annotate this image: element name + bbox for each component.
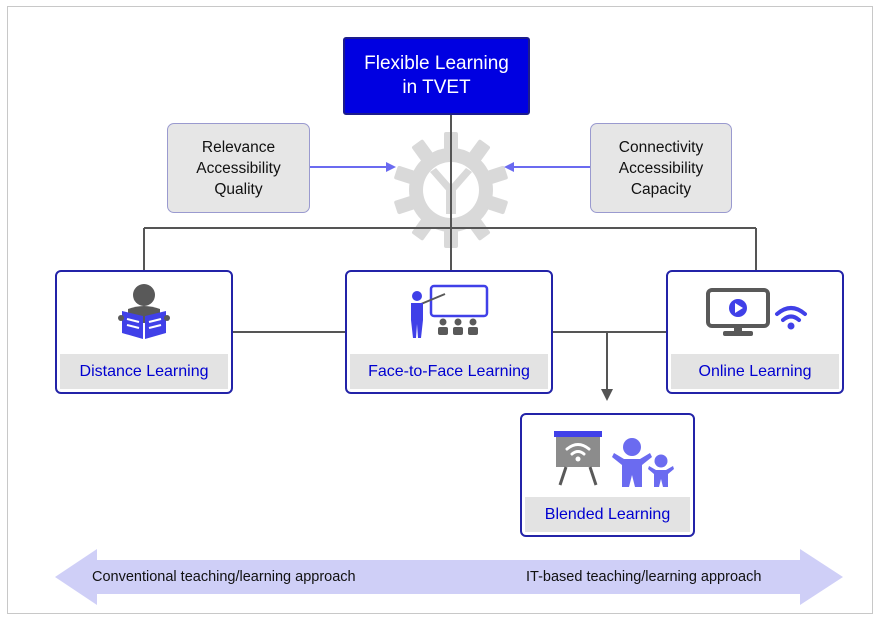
diagram-frame — [7, 6, 873, 614]
right-factor-capacity: Capacity — [630, 180, 692, 198]
reading-person-icon — [118, 284, 170, 339]
online-learning-box: Online Learning — [666, 270, 844, 394]
left-factor-quality: Quality — [214, 180, 263, 198]
left-factor-accessibility: Accessibility — [196, 159, 281, 177]
face-to-face-learning-box: Face-to-Face Learning — [345, 270, 553, 394]
face-to-face-learning-label: Face-to-Face Learning — [350, 354, 548, 389]
right-factor-accessibility: Accessibility — [618, 159, 704, 177]
distance-learning-label: Distance Learning — [60, 354, 228, 389]
online-learning-label: Online Learning — [671, 354, 839, 389]
left-factors-box: Relevance Accessibility Quality — [167, 123, 310, 213]
blended-learning-label: Blended Learning — [525, 497, 690, 532]
spectrum-left-label: Conventional teaching/learning approach — [92, 569, 356, 585]
wifi-icon — [775, 306, 807, 330]
spectrum-right-label: IT-based teaching/learning approach — [526, 569, 762, 585]
title-line-2: in TVET — [402, 77, 471, 98]
parent-child-icon — [612, 438, 674, 487]
monitor-play-icon — [706, 288, 770, 336]
distance-learning-box: Distance Learning — [55, 270, 233, 394]
spectrum-arrow — [55, 549, 843, 605]
left-factor-relevance: Relevance — [201, 138, 276, 156]
title-box: Flexible Learning in TVET — [343, 37, 530, 115]
blended-learning-box: Blended Learning — [520, 413, 695, 537]
right-factor-connectivity: Connectivity — [618, 138, 704, 156]
gear-logo-icon — [394, 132, 508, 248]
right-factors-box: Connectivity Accessibility Capacity — [590, 123, 732, 213]
wifi-board-icon — [554, 431, 602, 486]
teacher-classroom-icon — [411, 284, 489, 338]
title-line-1: Flexible Learning — [364, 53, 509, 74]
